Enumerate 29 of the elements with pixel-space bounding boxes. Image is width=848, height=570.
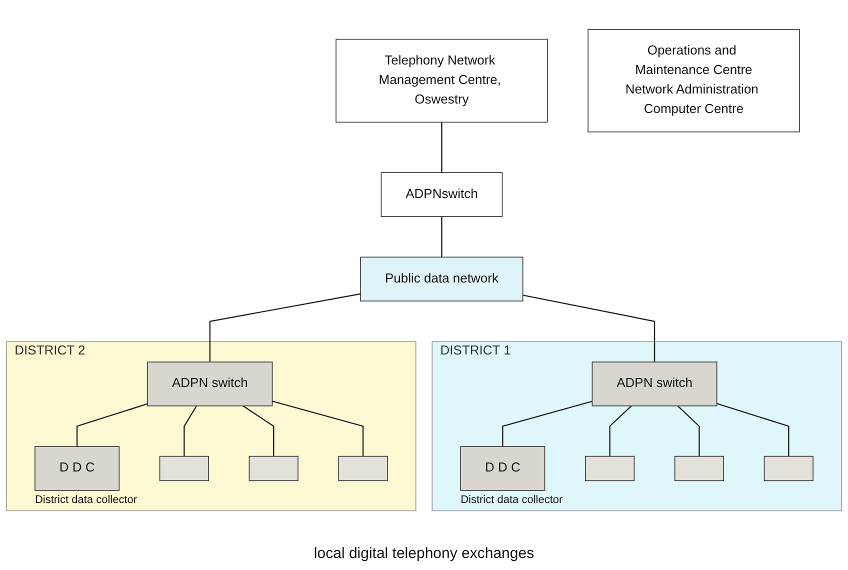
connector bbox=[502, 401, 592, 447]
node-caption: District data collector bbox=[460, 494, 563, 506]
node-box bbox=[338, 456, 388, 482]
node-box: Telephony Network Management Centre, Oswestry bbox=[336, 39, 548, 123]
connector bbox=[609, 406, 632, 457]
connector bbox=[242, 406, 274, 457]
connector bbox=[272, 400, 364, 457]
node-box bbox=[159, 456, 209, 482]
node-box: Operations and Maintenance Centre Network Administration Computer Centre bbox=[588, 29, 800, 133]
connector bbox=[209, 294, 361, 362]
node-box: D D C bbox=[460, 446, 546, 492]
caption-text: local digital telephony exchanges bbox=[314, 544, 534, 564]
node-box: ADPN switch bbox=[592, 362, 718, 407]
node-caption: District data collector bbox=[34, 494, 138, 506]
connector bbox=[441, 216, 442, 258]
connector bbox=[441, 122, 442, 173]
node-box: Public data network bbox=[360, 257, 524, 302]
connector bbox=[522, 294, 656, 362]
node-box bbox=[674, 456, 724, 482]
connector bbox=[76, 404, 148, 447]
node-box bbox=[585, 456, 635, 482]
node-box: D D C bbox=[34, 446, 120, 492]
connector bbox=[677, 406, 700, 457]
node-box bbox=[764, 456, 814, 482]
connector bbox=[716, 403, 790, 457]
connector bbox=[184, 406, 198, 457]
node-box: ADPN switch bbox=[147, 362, 273, 407]
node-box: ADPNswitch bbox=[380, 172, 503, 218]
node-box bbox=[248, 456, 298, 482]
